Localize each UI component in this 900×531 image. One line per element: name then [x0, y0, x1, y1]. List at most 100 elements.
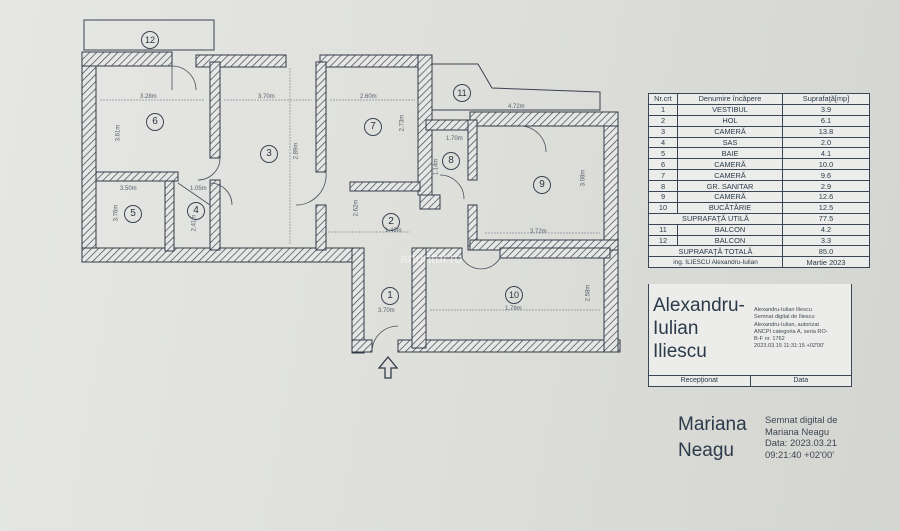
room-label-6: 6 [146, 113, 164, 131]
cell-num: 4 [648, 136, 678, 149]
cell-num: 12 [648, 234, 678, 247]
cell-num: 7 [648, 169, 678, 182]
entrance-arrow-icon [377, 355, 399, 379]
room-label-11: 11 [453, 84, 471, 102]
table-header-row: Nr.crt Denumire încăpere Suprafaţă[mp] [648, 93, 870, 105]
balcony-right [432, 63, 601, 111]
cell-name: BAIE [677, 147, 783, 160]
cell-area: 13.8 [782, 125, 870, 138]
room-label-5: 5 [124, 205, 142, 223]
cell-num: 6 [648, 158, 678, 171]
signature-details-2: Semnat digital de Mariana Neagu Data: 20… [765, 414, 838, 460]
util-value: 77.5 [782, 212, 870, 225]
room-label-8: 8 [442, 152, 460, 170]
cell-num: 5 [648, 147, 678, 160]
cell-num: 8 [648, 180, 678, 193]
cell-num: 3 [648, 125, 678, 138]
cell-num: 2 [648, 114, 678, 127]
cell-area: 4.2 [782, 223, 870, 236]
signature-details-1: Alexandru-Iulian Iliescu Semnat digital … [754, 307, 828, 350]
cell-num: 11 [648, 223, 678, 236]
cell-area: 9.6 [782, 169, 870, 182]
total-row: SUPRAFAŢĂ TOTALĂ 85.0 [648, 245, 870, 258]
signature-name-1: Alexandru- Iulian Iliescu [653, 295, 745, 362]
cell-name: BUCĂTĂRIE [677, 201, 783, 214]
cell-area: 2.0 [782, 136, 870, 149]
cell-area: 10.0 [782, 158, 870, 171]
cell-area: 2.9 [782, 180, 870, 193]
rooms-area-table: Nr.crt Denumire încăpere Suprafaţă[mp] 1… [648, 93, 870, 269]
signature-name-2: Mariana Neagu [678, 414, 747, 461]
cell-name: CAMERĂ [677, 191, 783, 203]
dim-label: 3.61m [115, 124, 122, 142]
dim-label: 2.60m [360, 94, 377, 100]
dim-label: 3.76m [113, 204, 120, 222]
cell-area: 12.6 [782, 191, 870, 203]
signature-footer: Recepţionat Data [649, 375, 851, 386]
cell-name: GR. SANITAR [677, 180, 783, 193]
room-label-2: 2 [382, 213, 400, 231]
dim-label: 2.62m [353, 199, 360, 217]
dim-label: 3.08m [580, 169, 587, 187]
dim-label: 2.89m [293, 142, 300, 160]
dim-label: 2.58m [585, 284, 592, 302]
cell-area: 12.5 [782, 201, 870, 214]
dim-label: 1.78m [505, 306, 522, 312]
dim-label: 4.72m [508, 104, 525, 110]
dim-label: 1.05m [190, 186, 207, 192]
cell-name: BALCON [677, 223, 783, 236]
cell-area: 3.9 [782, 103, 870, 116]
header-name: Denumire încăpere [677, 93, 783, 105]
wall-left [81, 51, 97, 263]
cell-name: CAMERĂ [677, 158, 783, 171]
plan-date: Martie 2023 [782, 256, 870, 269]
dim-label: 1.14m [433, 158, 440, 176]
cell-num: 1 [648, 103, 678, 116]
dim-label: 3.50m [120, 186, 137, 192]
util-row: SUPRAFAŢĂ UTILĂ 77.5 [648, 212, 870, 225]
engineer-name: ing. ILIESCU Alexandru-Iulian [648, 256, 783, 269]
cell-name: CAMERĂ [677, 169, 783, 182]
room-label-12: 12 [141, 31, 159, 49]
util-label: SUPRAFAŢĂ UTILĂ [648, 212, 783, 225]
cell-name: HOL [677, 114, 783, 127]
header-area: Suprafaţă[mp] [782, 93, 870, 105]
cell-area: 6.1 [782, 114, 870, 127]
dim-label: 3.28m [140, 94, 157, 100]
room-label-3: 3 [260, 145, 278, 163]
total-value: 85.0 [782, 245, 870, 258]
dim-label: 1.43m [385, 228, 402, 234]
doors [171, 65, 547, 353]
cell-num: 10 [648, 201, 678, 214]
date-label: Data [749, 376, 852, 386]
dimension-lines [100, 68, 600, 311]
cell-num: 9 [648, 191, 678, 203]
room-label-7: 7 [364, 118, 382, 136]
walls [81, 51, 621, 354]
cell-name: BALCON [677, 234, 783, 247]
signature-box: Alexandru- Iulian Iliescu Alexandru-Iuli… [648, 284, 852, 387]
balconies [83, 19, 601, 111]
dim-label: 3.70m [258, 94, 275, 100]
room-label-4: 4 [187, 202, 205, 220]
cell-area: 3.3 [782, 234, 870, 247]
room-label-10: 10 [505, 286, 523, 304]
engineer-row: ing. ILIESCU Alexandru-Iulian Martie 202… [648, 256, 870, 269]
watermark: anuntul.ro [400, 250, 463, 266]
room-label-1: 1 [381, 287, 399, 305]
header-nr: Nr.crt [648, 93, 678, 105]
dim-label: 3.70m [378, 308, 395, 314]
